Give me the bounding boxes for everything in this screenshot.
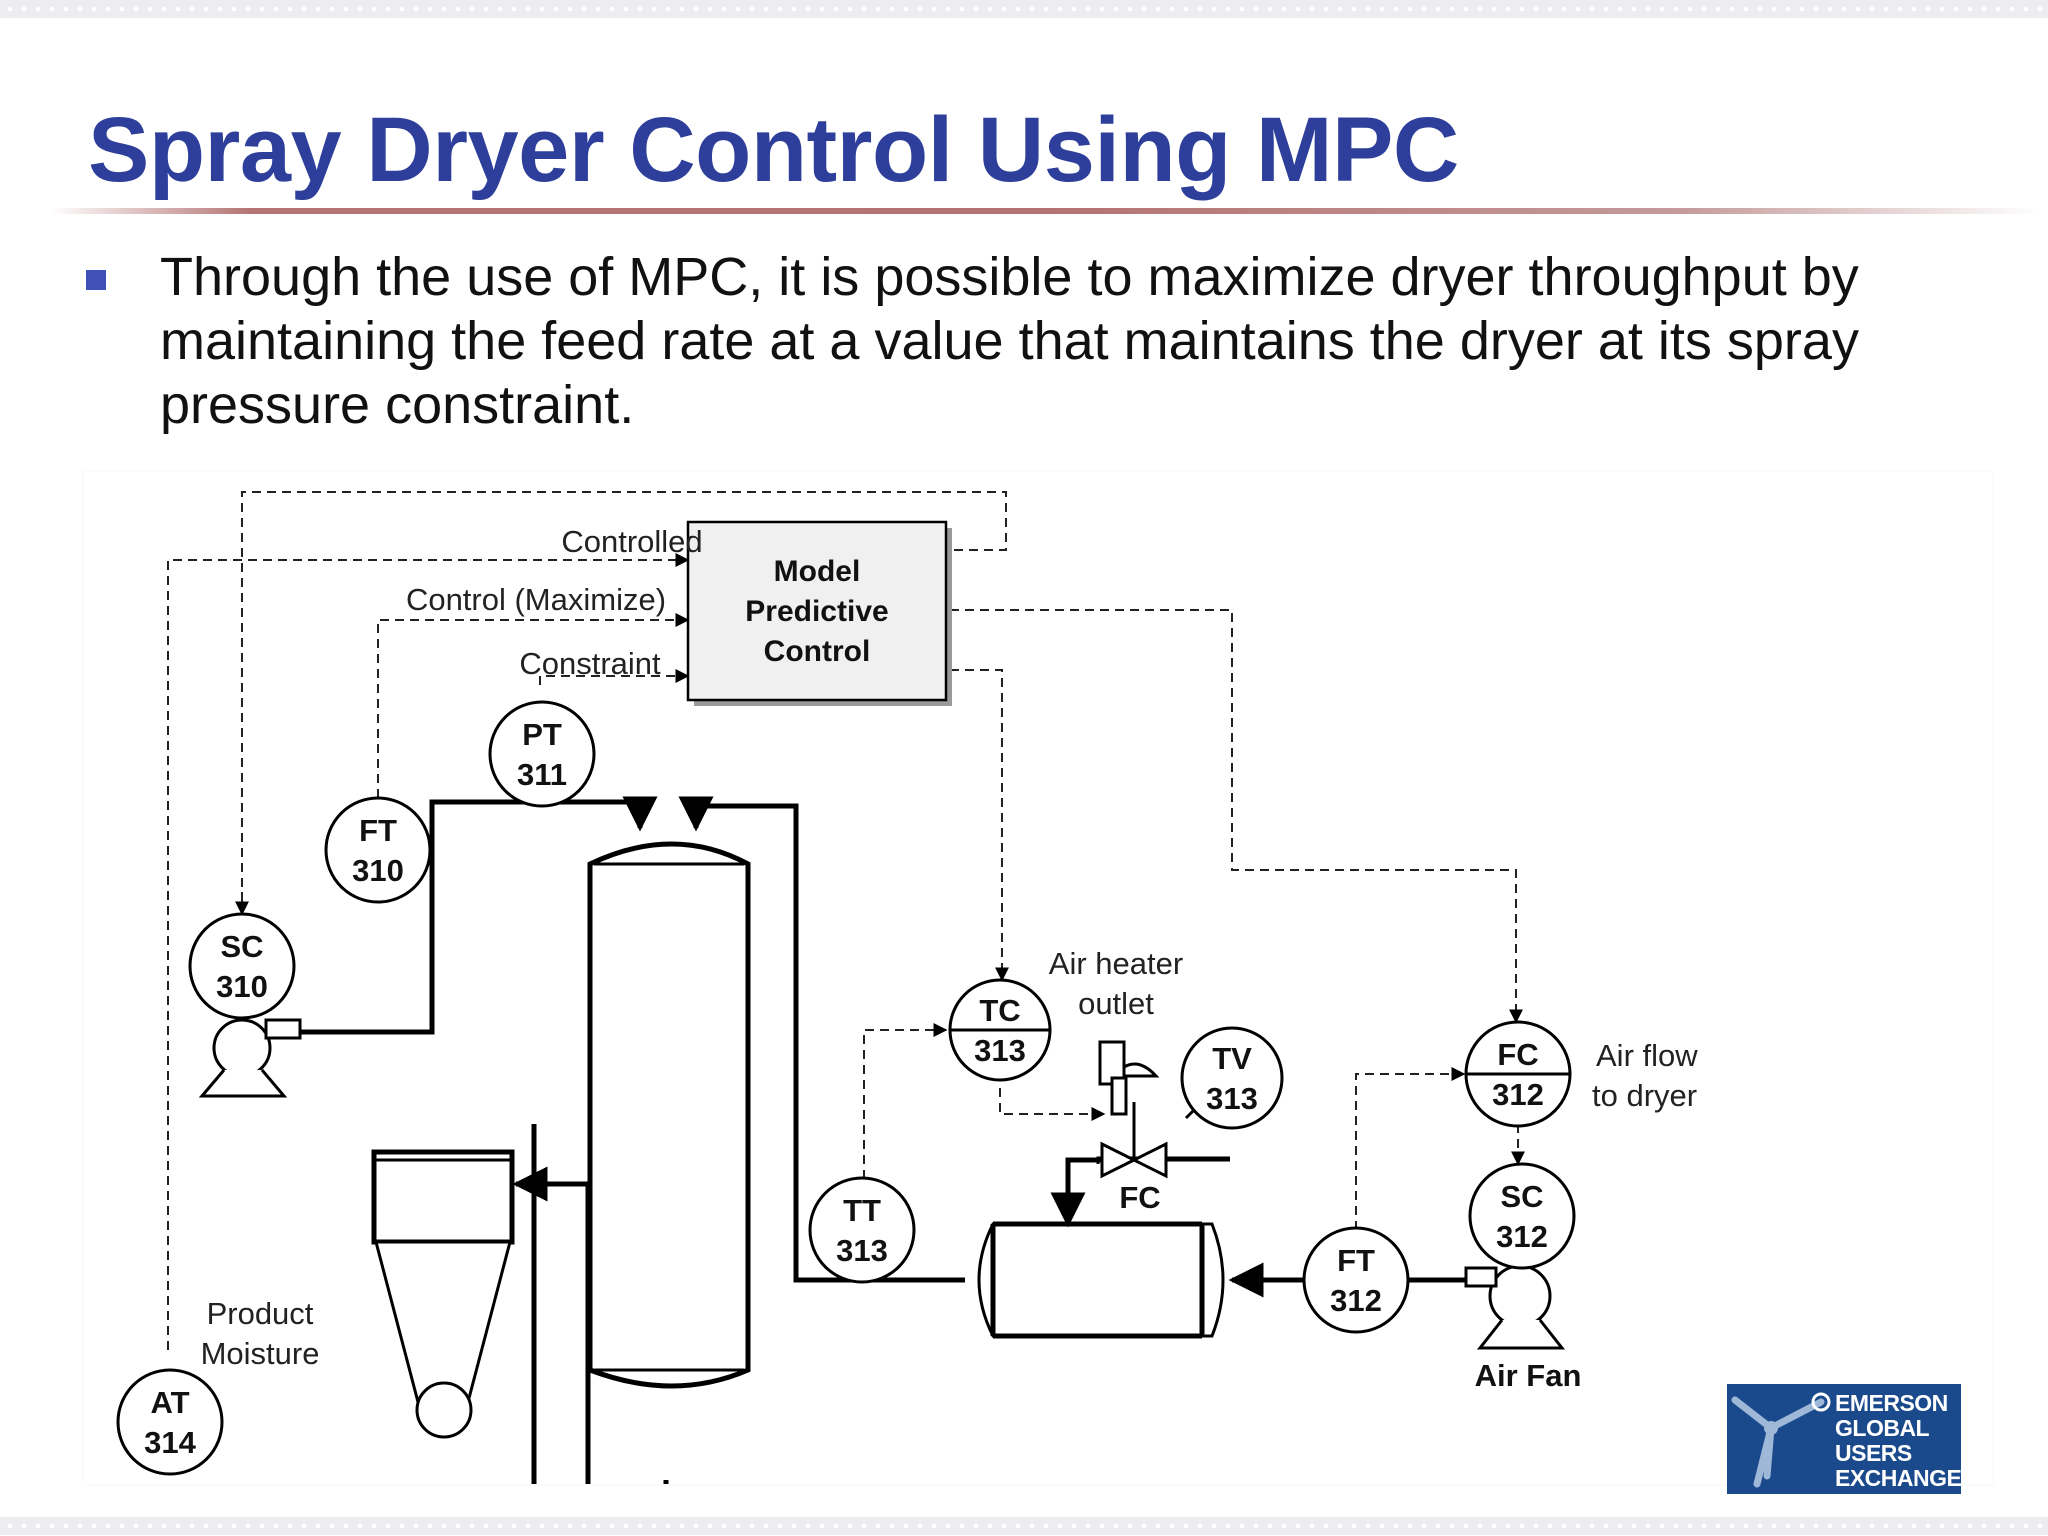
signal-sc310-setpoint	[241, 491, 1007, 1037]
tv313-tag: TV	[1212, 1041, 1252, 1076]
tt313-tag: TT	[843, 1193, 881, 1228]
logo-line-3: USERS	[1835, 1440, 1912, 1466]
tc313-number: 313	[974, 1033, 1026, 1068]
bottom-dotted-border	[0, 1517, 2048, 1535]
logo-text: EMERSON GLOBAL USERS EXCHANGE	[1835, 1390, 1962, 1491]
tt313-number: 313	[836, 1233, 888, 1268]
label-constraint: Constraint	[519, 646, 661, 681]
label-controlled: Controlled	[561, 524, 702, 559]
instrument-sc310: SC 310	[188, 912, 296, 1020]
mpc-block	[686, 520, 948, 702]
label-valve-fc: FC	[1119, 1180, 1160, 1215]
instrument-tt313: TT 313	[808, 1176, 916, 1284]
spray-dryer-vessel	[587, 841, 751, 1389]
top-dotted-border	[0, 0, 2048, 18]
logo-line-4: EXCHANGE	[1835, 1465, 1962, 1491]
instrument-pt311: PT 311	[488, 700, 596, 808]
air-heater	[977, 1222, 1225, 1338]
fc312-tag: FC	[1497, 1037, 1538, 1072]
signal-tt313-to-tc313	[863, 1023, 948, 1194]
instrument-sc312: SC 312	[1468, 1162, 1576, 1270]
ft312-tag: FT	[1337, 1243, 1375, 1278]
signal-constraint	[539, 669, 690, 685]
at314-tag: AT	[150, 1385, 189, 1420]
sc312-number: 312	[1496, 1219, 1548, 1254]
ft312-number: 312	[1330, 1283, 1382, 1318]
valve-positioner-lower	[1110, 1076, 1128, 1116]
instrument-ft310: FT 310	[324, 796, 432, 904]
tv313-number: 313	[1206, 1081, 1258, 1116]
signal-ft312-to-fc312	[1355, 1067, 1466, 1260]
sc312-tag: SC	[1500, 1179, 1543, 1214]
label-product-moisture-2: Moisture	[201, 1336, 320, 1371]
network-node-icon	[1731, 1392, 1831, 1488]
instrument-fc312: FC 312	[1464, 1020, 1572, 1128]
valve-to-heater-line	[1050, 1157, 1102, 1228]
process-diagram-panel: Model Predictive Control Controlled Cont…	[84, 472, 1992, 1484]
instrument-tc313: TC 313	[948, 978, 1052, 1082]
spray-dryer-diagram: Model Predictive Control Controlled Cont…	[116, 491, 1698, 1484]
label-product-moisture-1: Product	[207, 1296, 314, 1331]
label-air-fan: Air Fan	[1475, 1358, 1582, 1393]
fc312-number: 312	[1492, 1077, 1544, 1112]
cyclone-feed-line	[531, 1124, 669, 1484]
rotary-valve	[415, 1381, 473, 1439]
signal-mpc-to-fc312	[950, 609, 1523, 1024]
logo-line-1: EMERSON	[1835, 1390, 1948, 1416]
tc313-tag: TC	[979, 993, 1020, 1028]
mpc-block-line-1: Model	[774, 555, 861, 588]
feed-pump-icon	[198, 1018, 302, 1098]
instrument-at314: AT 314	[116, 1368, 224, 1476]
slide-title: Spray Dryer Control Using MPC	[88, 99, 1459, 201]
ft310-number: 310	[352, 853, 404, 888]
instrument-ft312: FT 312	[1302, 1226, 1410, 1334]
label-air-flow-to-dryer-2: to dryer	[1592, 1078, 1697, 1113]
sc310-tag: SC	[220, 929, 263, 964]
pt311-number: 311	[517, 757, 567, 792]
label-air-heater-outlet-1: Air heater	[1049, 946, 1183, 981]
label-air-flow-to-dryer-1: Air flow	[1596, 1038, 1698, 1073]
at314-number: 314	[144, 1425, 196, 1460]
cyclone-top	[371, 1149, 515, 1245]
pt311-tag: PT	[522, 717, 562, 752]
feed-line	[300, 796, 658, 1035]
instrument-tv313: TV 313	[1180, 1026, 1284, 1130]
mpc-block-line-2: Predictive	[745, 595, 888, 628]
cyclone-cone	[374, 1240, 512, 1404]
sc310-number: 310	[216, 969, 268, 1004]
label-control-maximize: Control (Maximize)	[406, 582, 666, 617]
mpc-block-line-3: Control	[764, 635, 871, 668]
logo-line-2: GLOBAL	[1835, 1415, 1930, 1441]
spray-dryer-inner	[594, 862, 744, 1372]
label-air-heater-outlet-2: outlet	[1078, 986, 1154, 1021]
emerson-logo: EMERSON GLOBAL USERS EXCHANGE	[1727, 1384, 1962, 1494]
signal-controlled	[167, 553, 690, 1350]
bullet-square-icon	[86, 270, 106, 290]
ft310-tag: FT	[359, 813, 397, 848]
signal-mpc-to-tc313	[950, 669, 1009, 982]
bullet-text: Through the use of MPC, it is possible t…	[160, 247, 1859, 435]
air-fan-icon	[1464, 1264, 1566, 1350]
signal-tc313-to-tv313	[999, 1088, 1106, 1121]
title-divider	[50, 208, 2040, 214]
